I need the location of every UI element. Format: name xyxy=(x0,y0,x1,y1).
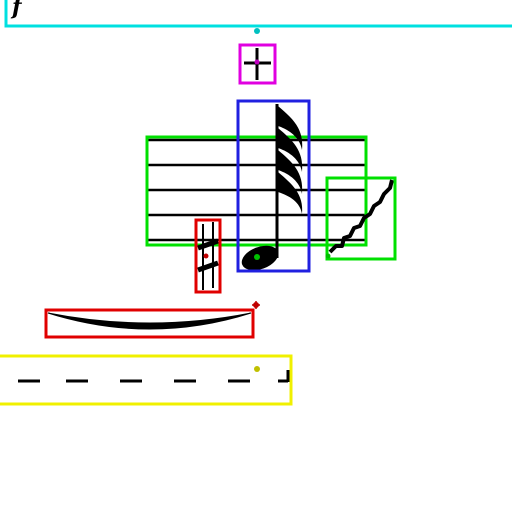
dashed-line xyxy=(18,370,290,383)
dynamic-f-text: f xyxy=(12,0,22,20)
staff-box xyxy=(145,135,368,247)
note-flag-4 xyxy=(278,172,303,214)
dynamics-anchor-dot xyxy=(254,28,260,34)
cross-anchor-dot xyxy=(254,59,260,65)
slur-box xyxy=(44,308,255,339)
sixteenth-note xyxy=(241,104,303,271)
trill-anchor-dot xyxy=(325,253,331,259)
dashed-anchor-dot xyxy=(254,366,260,372)
note-flag-2 xyxy=(278,128,303,172)
note-flag-1 xyxy=(278,106,303,150)
sharp-anchor-dot xyxy=(203,253,209,259)
note-head xyxy=(241,245,279,271)
trill-wavy-line xyxy=(328,179,394,254)
slur-curve xyxy=(47,312,252,330)
cross-box xyxy=(238,43,277,85)
staff-lines xyxy=(148,138,365,242)
dashed-box xyxy=(0,354,293,406)
sharp-box xyxy=(194,218,222,294)
note-flag-3 xyxy=(278,150,303,194)
dynamics-box xyxy=(4,0,512,28)
note-box xyxy=(236,99,311,273)
note-anchor-dot xyxy=(254,254,260,260)
sharp-accidental xyxy=(197,222,219,290)
trill-box xyxy=(325,176,397,261)
